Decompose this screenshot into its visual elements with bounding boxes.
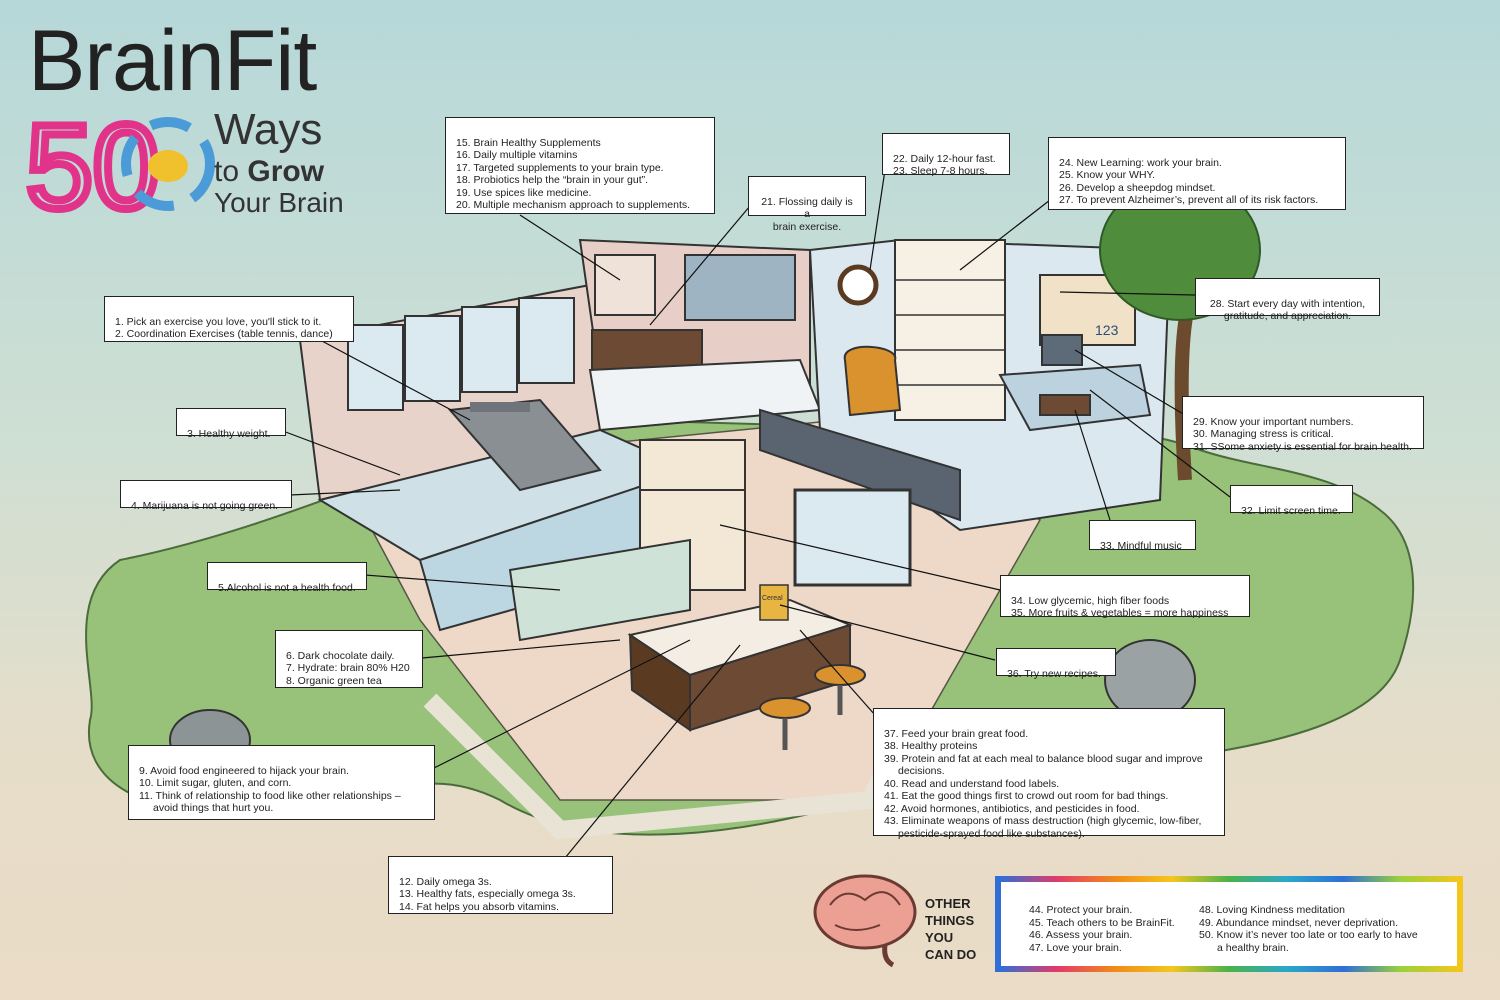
to-grow-text: to Grow [214, 155, 325, 188]
brain-icon [813, 874, 917, 968]
bookshelf [894, 239, 1006, 421]
cereal-box [759, 584, 789, 621]
treadmill-console [470, 402, 530, 412]
callout-marijuana: 4. Marijuana is not going green. [120, 480, 292, 512]
callout-numbers-stress: 29. Know your important numbers.30. Mana… [1182, 396, 1424, 453]
clock [837, 264, 879, 306]
callout-recipes: 36. Try new recipes. [996, 648, 1116, 680]
record-player [1039, 394, 1091, 416]
colorful-ring [121, 117, 215, 211]
brain-logo-icon [148, 150, 188, 182]
callout-weight: 3. Healthy weight. [176, 408, 286, 440]
tree-trunk [1174, 297, 1197, 481]
callout-chocolate-hydrate: 6. Dark chocolate daily.7. Hydrate: brai… [275, 630, 423, 688]
ways-text: Ways [214, 105, 323, 154]
callout-fast-sleep: 22. Daily 12-hour fast.23. Sleep 7-8 hou… [882, 133, 1010, 177]
medicine-cabinet [594, 254, 656, 316]
callout-screen-time: 32. Limit screen time. [1230, 485, 1353, 517]
callout-food-engineered: 9. Avoid food engineered to hijack your … [128, 745, 435, 820]
gym-windows [347, 297, 575, 411]
other-things-panel: 44. Protect your brain.45. Teach others … [995, 876, 1463, 972]
kitchen-counter [508, 538, 691, 642]
whiteboard-numbers: 123 [1095, 322, 1119, 338]
cereal-label: Cereal [762, 595, 783, 602]
callout-great-food: 37. Feed your brain great food.38. Healt… [873, 708, 1225, 840]
other-things-col1: 44. Protect your brain.45. Teach others … [1029, 904, 1175, 954]
lower-window [793, 488, 912, 587]
app-title: BrainFit [28, 13, 317, 109]
monitor [1041, 334, 1083, 366]
leader-lines [274, 169, 1231, 859]
callout-alcohol: 5.Alcohol is not a health food. [207, 562, 367, 594]
bookshelf-shelves [895, 279, 1005, 386]
armchair [843, 345, 902, 417]
bathroom-window [684, 254, 796, 321]
number-50: 50 [26, 108, 215, 218]
svg-text:50: 50 [26, 108, 159, 218]
stool-left [759, 697, 811, 719]
callout-music: 33. Mindful music [1089, 520, 1196, 552]
callout-omega: 12. Daily omega 3s.13. Healthy fats, esp… [388, 856, 613, 914]
callout-learning: 24. New Learning: work your brain.25. Kn… [1048, 137, 1346, 210]
callout-intention: 28. Start every day with intention,grati… [1195, 278, 1380, 322]
bathroom-vanity [591, 329, 703, 371]
callout-exercise: 1. Pick an exercise you love, you'll sti… [104, 296, 354, 342]
your-brain-text: Your Brain [214, 187, 344, 218]
